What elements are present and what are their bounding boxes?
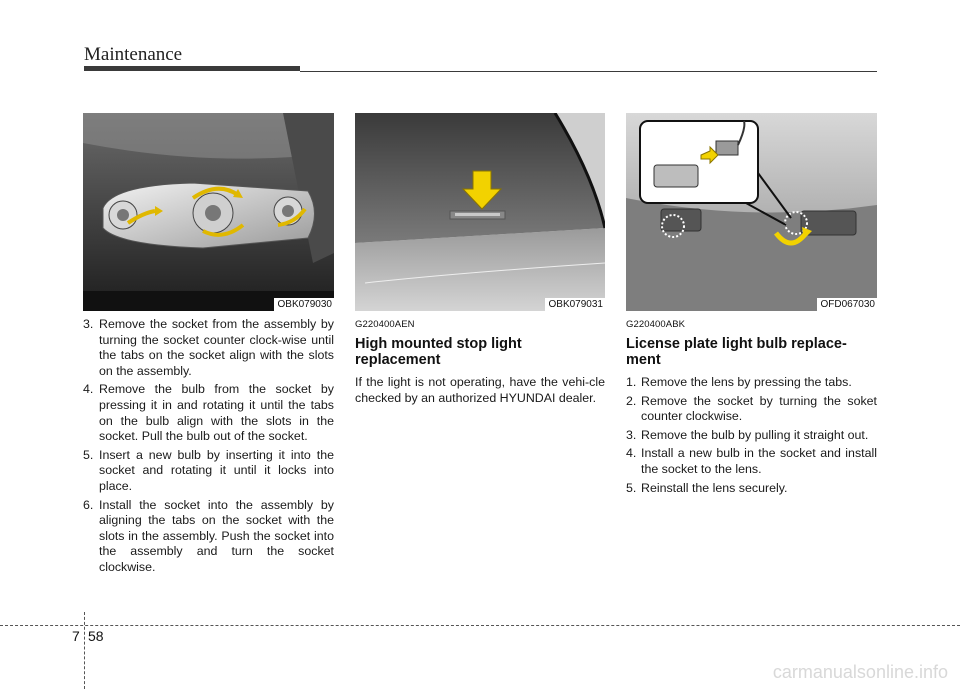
list-item: 3.Remove the socket from the assembly by… bbox=[83, 317, 334, 378]
section-heading: License plate light bulb replace-ment bbox=[626, 336, 847, 368]
footer-divider bbox=[84, 612, 85, 689]
section-code: G220400ABK bbox=[626, 319, 686, 330]
figure-code: OBK079031 bbox=[544, 298, 605, 311]
watermark: carmanualsonline.info bbox=[772, 662, 948, 682]
header-bar bbox=[84, 66, 300, 71]
list-item: 4.Install a new bulb in the socket and i… bbox=[626, 446, 877, 476]
list-item: 2.Remove the socket by turning the soket… bbox=[626, 393, 877, 424]
section-code: G220400AEN bbox=[355, 319, 415, 330]
column-tail-light: OBK079030 3.Remove the socket from the a… bbox=[83, 113, 334, 579]
column-license-plate: OFD067030 G220400ABK License plate light… bbox=[626, 113, 877, 499]
chapter-number: 7 bbox=[72, 628, 80, 644]
tail-light-illustration bbox=[83, 113, 334, 311]
list-item: 5.Insert a new bulb by inserting it into… bbox=[83, 447, 334, 493]
step-list: 3.Remove the socket from the assembly by… bbox=[83, 317, 334, 576]
section-heading: High mounted stop light replacement bbox=[355, 336, 522, 368]
footer-rule bbox=[0, 625, 960, 626]
header-rule bbox=[300, 71, 877, 72]
column-stop-light: OBK079031 G220400AEN High mounted stop l… bbox=[355, 113, 605, 406]
page-number: 58 bbox=[88, 628, 104, 644]
list-item: 6.Install the socket into the assembly b… bbox=[83, 497, 334, 574]
body-paragraph: If the light is not operating, have the … bbox=[355, 375, 605, 405]
figure-tail-light-assembly: OBK079030 bbox=[83, 113, 334, 311]
list-item: 5.Reinstall the lens securely. bbox=[626, 480, 788, 495]
list-item: 4.Remove the bulb from the socket by pre… bbox=[83, 382, 334, 444]
license-plate-illustration bbox=[626, 113, 877, 311]
list-item: 3.Remove the bulb by pulling it straight… bbox=[626, 427, 869, 442]
step-list: 1.Remove the lens by pressing the tabs. … bbox=[626, 375, 877, 496]
figure-code: OBK079030 bbox=[273, 298, 334, 311]
section-title: Maintenance bbox=[84, 44, 183, 65]
list-item: 1.Remove the lens by pressing the tabs. bbox=[626, 375, 852, 389]
figure-high-mounted-stop-light: OBK079031 bbox=[355, 113, 605, 311]
figure-license-plate-light: OFD067030 bbox=[626, 113, 877, 311]
figure-code: OFD067030 bbox=[816, 298, 877, 311]
stop-light-illustration bbox=[355, 113, 605, 311]
